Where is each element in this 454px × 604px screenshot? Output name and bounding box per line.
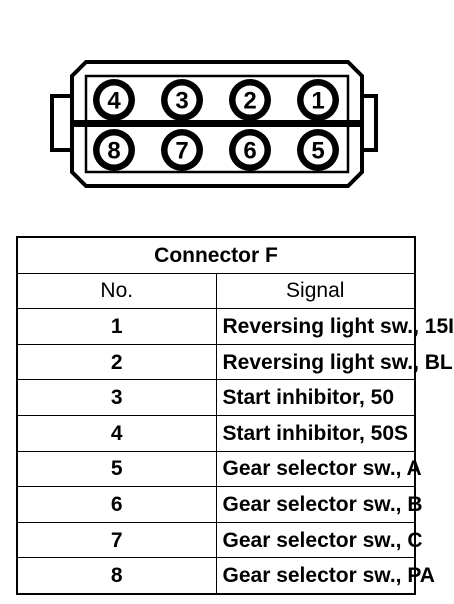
column-header-no: No. (16, 272, 217, 310)
table-header-row: No. Signal (16, 272, 416, 310)
pin-label: 4 (107, 88, 121, 115)
table-title: Connector F (16, 236, 416, 274)
pin-face (99, 135, 129, 165)
connector-pin: 7 (161, 129, 203, 171)
pin-face (235, 85, 265, 115)
pin-label: 5 (311, 138, 324, 165)
pin-number-cell: 8 (16, 557, 217, 595)
connector-pin: 5 (297, 129, 339, 171)
table-title-row: Connector F (16, 236, 416, 274)
signal-cell: Start inhibitor, 50S (215, 414, 416, 452)
pin-face (235, 135, 265, 165)
connector-divider (74, 120, 360, 127)
connector-pin: 4 (93, 79, 135, 121)
pin-face (167, 135, 197, 165)
connector-pin: 3 (161, 79, 203, 121)
connector-diagram: 4 3 2 1 8 7 6 5 (50, 60, 378, 188)
signal-cell: Gear selector sw., B (215, 486, 422, 523)
pin-label: 6 (243, 138, 256, 165)
pin-number-cell: 5 (16, 450, 217, 488)
signal-cell: Gear selector sw., PA (215, 557, 435, 595)
pin-label: 8 (107, 138, 120, 165)
connector-pin: 2 (229, 79, 271, 121)
pin-label: 2 (243, 88, 256, 115)
signal-cell: Start inhibitor, 50 (215, 379, 416, 416)
pin-face (99, 85, 129, 115)
pin-face (303, 85, 333, 115)
pin-label: 7 (175, 138, 188, 165)
signal-cell: Reversing light sw., 15I (215, 308, 454, 345)
pin-number-cell: 4 (16, 414, 217, 452)
pin-number-cell: 7 (16, 521, 217, 559)
pin-number-cell: 3 (16, 379, 217, 416)
pin-number-cell: 2 (16, 343, 217, 381)
connector-pin: 8 (93, 129, 135, 171)
signal-cell: Gear selector sw., C (215, 521, 422, 559)
connector-pin: 6 (229, 129, 271, 171)
connector-pin: 1 (297, 79, 339, 121)
connector-latch-left (50, 94, 74, 152)
pin-number-cell: 6 (16, 486, 217, 523)
signal-cell: Reversing light sw., BL (215, 343, 453, 381)
signal-cell: Gear selector sw., A (215, 450, 422, 488)
pin-face (167, 85, 197, 115)
pin-face (303, 135, 333, 165)
pin-number-cell: 1 (16, 308, 217, 345)
column-header-signal: Signal (215, 272, 416, 310)
pin-label: 1 (311, 88, 324, 115)
pin-label: 3 (175, 88, 188, 115)
